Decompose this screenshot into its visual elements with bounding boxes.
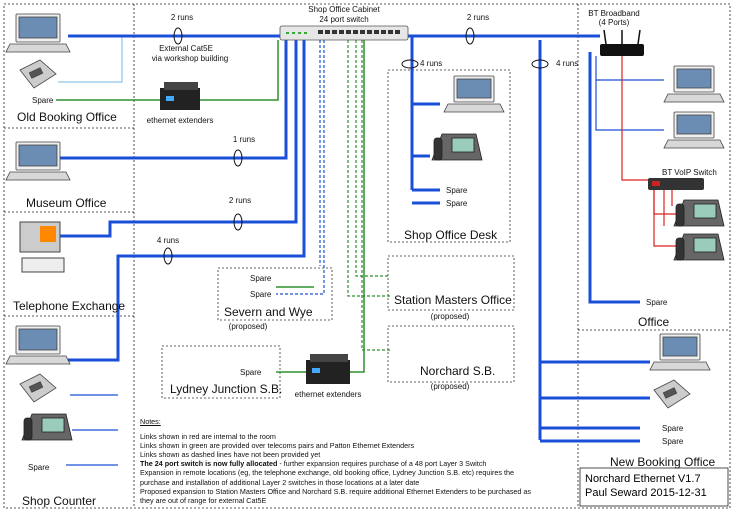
spare-label: Spare	[662, 437, 684, 446]
runs-label: 1 runs	[232, 135, 256, 144]
bt-broadband-label: BT Broadband	[588, 9, 640, 18]
ip-phone-icons	[21, 133, 725, 441]
spare-label: Spare	[28, 463, 50, 472]
station-masters-box	[387, 255, 515, 311]
external-cat5e-label: External Cat5E	[159, 44, 213, 53]
lydney-junction-label: Lydney Junction S.B.	[170, 382, 283, 396]
runs-label: 4 runs	[156, 236, 180, 245]
via-workshop-label: via workshop building	[151, 54, 229, 63]
severn-wye-box	[217, 267, 333, 321]
runs-label: 4 runs	[556, 59, 579, 68]
notes-heading: Notes:	[140, 417, 161, 426]
note-line: Proposed expansion to Station Masters Of…	[140, 486, 532, 496]
note-line: Expansion in remote locations (eg, the t…	[140, 468, 514, 478]
note-line: Links shown in green are provided over t…	[140, 441, 415, 451]
spare-label: Spare	[662, 424, 684, 433]
norchard-box	[387, 325, 515, 383]
proposed-label: (proposed)	[430, 382, 470, 391]
router-icon	[600, 29, 644, 56]
spare-label: Spare	[646, 298, 668, 307]
runs-label: 2 runs	[466, 13, 490, 22]
ports-label: (4 Ports)	[598, 18, 630, 27]
proposed-label: (proposed)	[430, 312, 470, 321]
spare-label: Spare	[446, 199, 468, 208]
spare-label: Spare	[240, 368, 262, 377]
switch-icon	[279, 25, 409, 41]
spare-label: Spare	[32, 96, 54, 105]
telephone-exchange-icon	[19, 221, 65, 273]
shop-office-desk-box	[387, 69, 511, 243]
notes-block: Notes: Links shown in red are internal t…	[140, 417, 580, 505]
title-block-text: Norchard Ethernet V1.7 Paul Seward 2015-…	[585, 472, 707, 500]
note-line: they are out of range for external Cat5E	[140, 495, 267, 505]
museum-office-label: Museum Office	[26, 196, 107, 210]
cabinet-subtitle: 24 port switch	[319, 15, 369, 24]
ethernet-extender-icons	[160, 82, 350, 384]
note-rest: - further expansion requires purchase of…	[277, 459, 487, 469]
cabinet-title: Shop Office Cabinet	[308, 5, 380, 14]
title-block	[579, 467, 729, 507]
proposed-label: (proposed)	[228, 322, 268, 331]
note-line: Links shown in red are internal to the r…	[140, 432, 276, 442]
shop-office-desk-label: Shop Office Desk	[404, 228, 498, 242]
station-masters-label: Station Masters Office	[394, 293, 512, 307]
voip-switch-icon	[648, 178, 704, 190]
runs-label: 4 runs	[420, 59, 443, 68]
shop-counter-label: Shop Counter	[22, 494, 97, 508]
spare-label: Spare	[250, 290, 272, 299]
spare-label: Spare	[250, 274, 272, 283]
severn-wye-label: Severn and Wye	[224, 305, 313, 319]
runs-label: 2 runs	[228, 196, 252, 205]
diagram-author-date: Paul Seward 2015-12-31	[585, 487, 707, 499]
ethernet-extenders-label: ethernet extenders	[146, 116, 214, 125]
telephone-exchange-label: Telephone Exchange	[13, 299, 126, 313]
new-booking-office-label: New Booking Office	[610, 455, 716, 469]
office-label: Office	[638, 315, 670, 329]
old-booking-office-label: Old Booking Office	[17, 110, 117, 124]
note-bold: The 24 port switch is now fully allocate…	[140, 459, 278, 469]
norchard-sb-label: Norchard S.B.	[420, 364, 496, 378]
bt-voip-switch-label: BT VoIP Switch	[662, 168, 717, 177]
ethernet-extenders-label: ethernet extenders	[294, 390, 362, 399]
note-line: The 24 port switch is now fully allocate…	[140, 459, 580, 468]
laptop-icons	[5, 13, 725, 371]
diagram-title: Norchard Ethernet V1.7	[585, 473, 701, 485]
note-line: purchase and installation of additional …	[140, 477, 420, 487]
runs-label: 2 runs	[170, 13, 194, 22]
card-terminal-icons	[19, 59, 691, 409]
note-line: Links shown as dashed lines have not bee…	[140, 450, 321, 460]
spare-label: Spare	[446, 186, 468, 195]
